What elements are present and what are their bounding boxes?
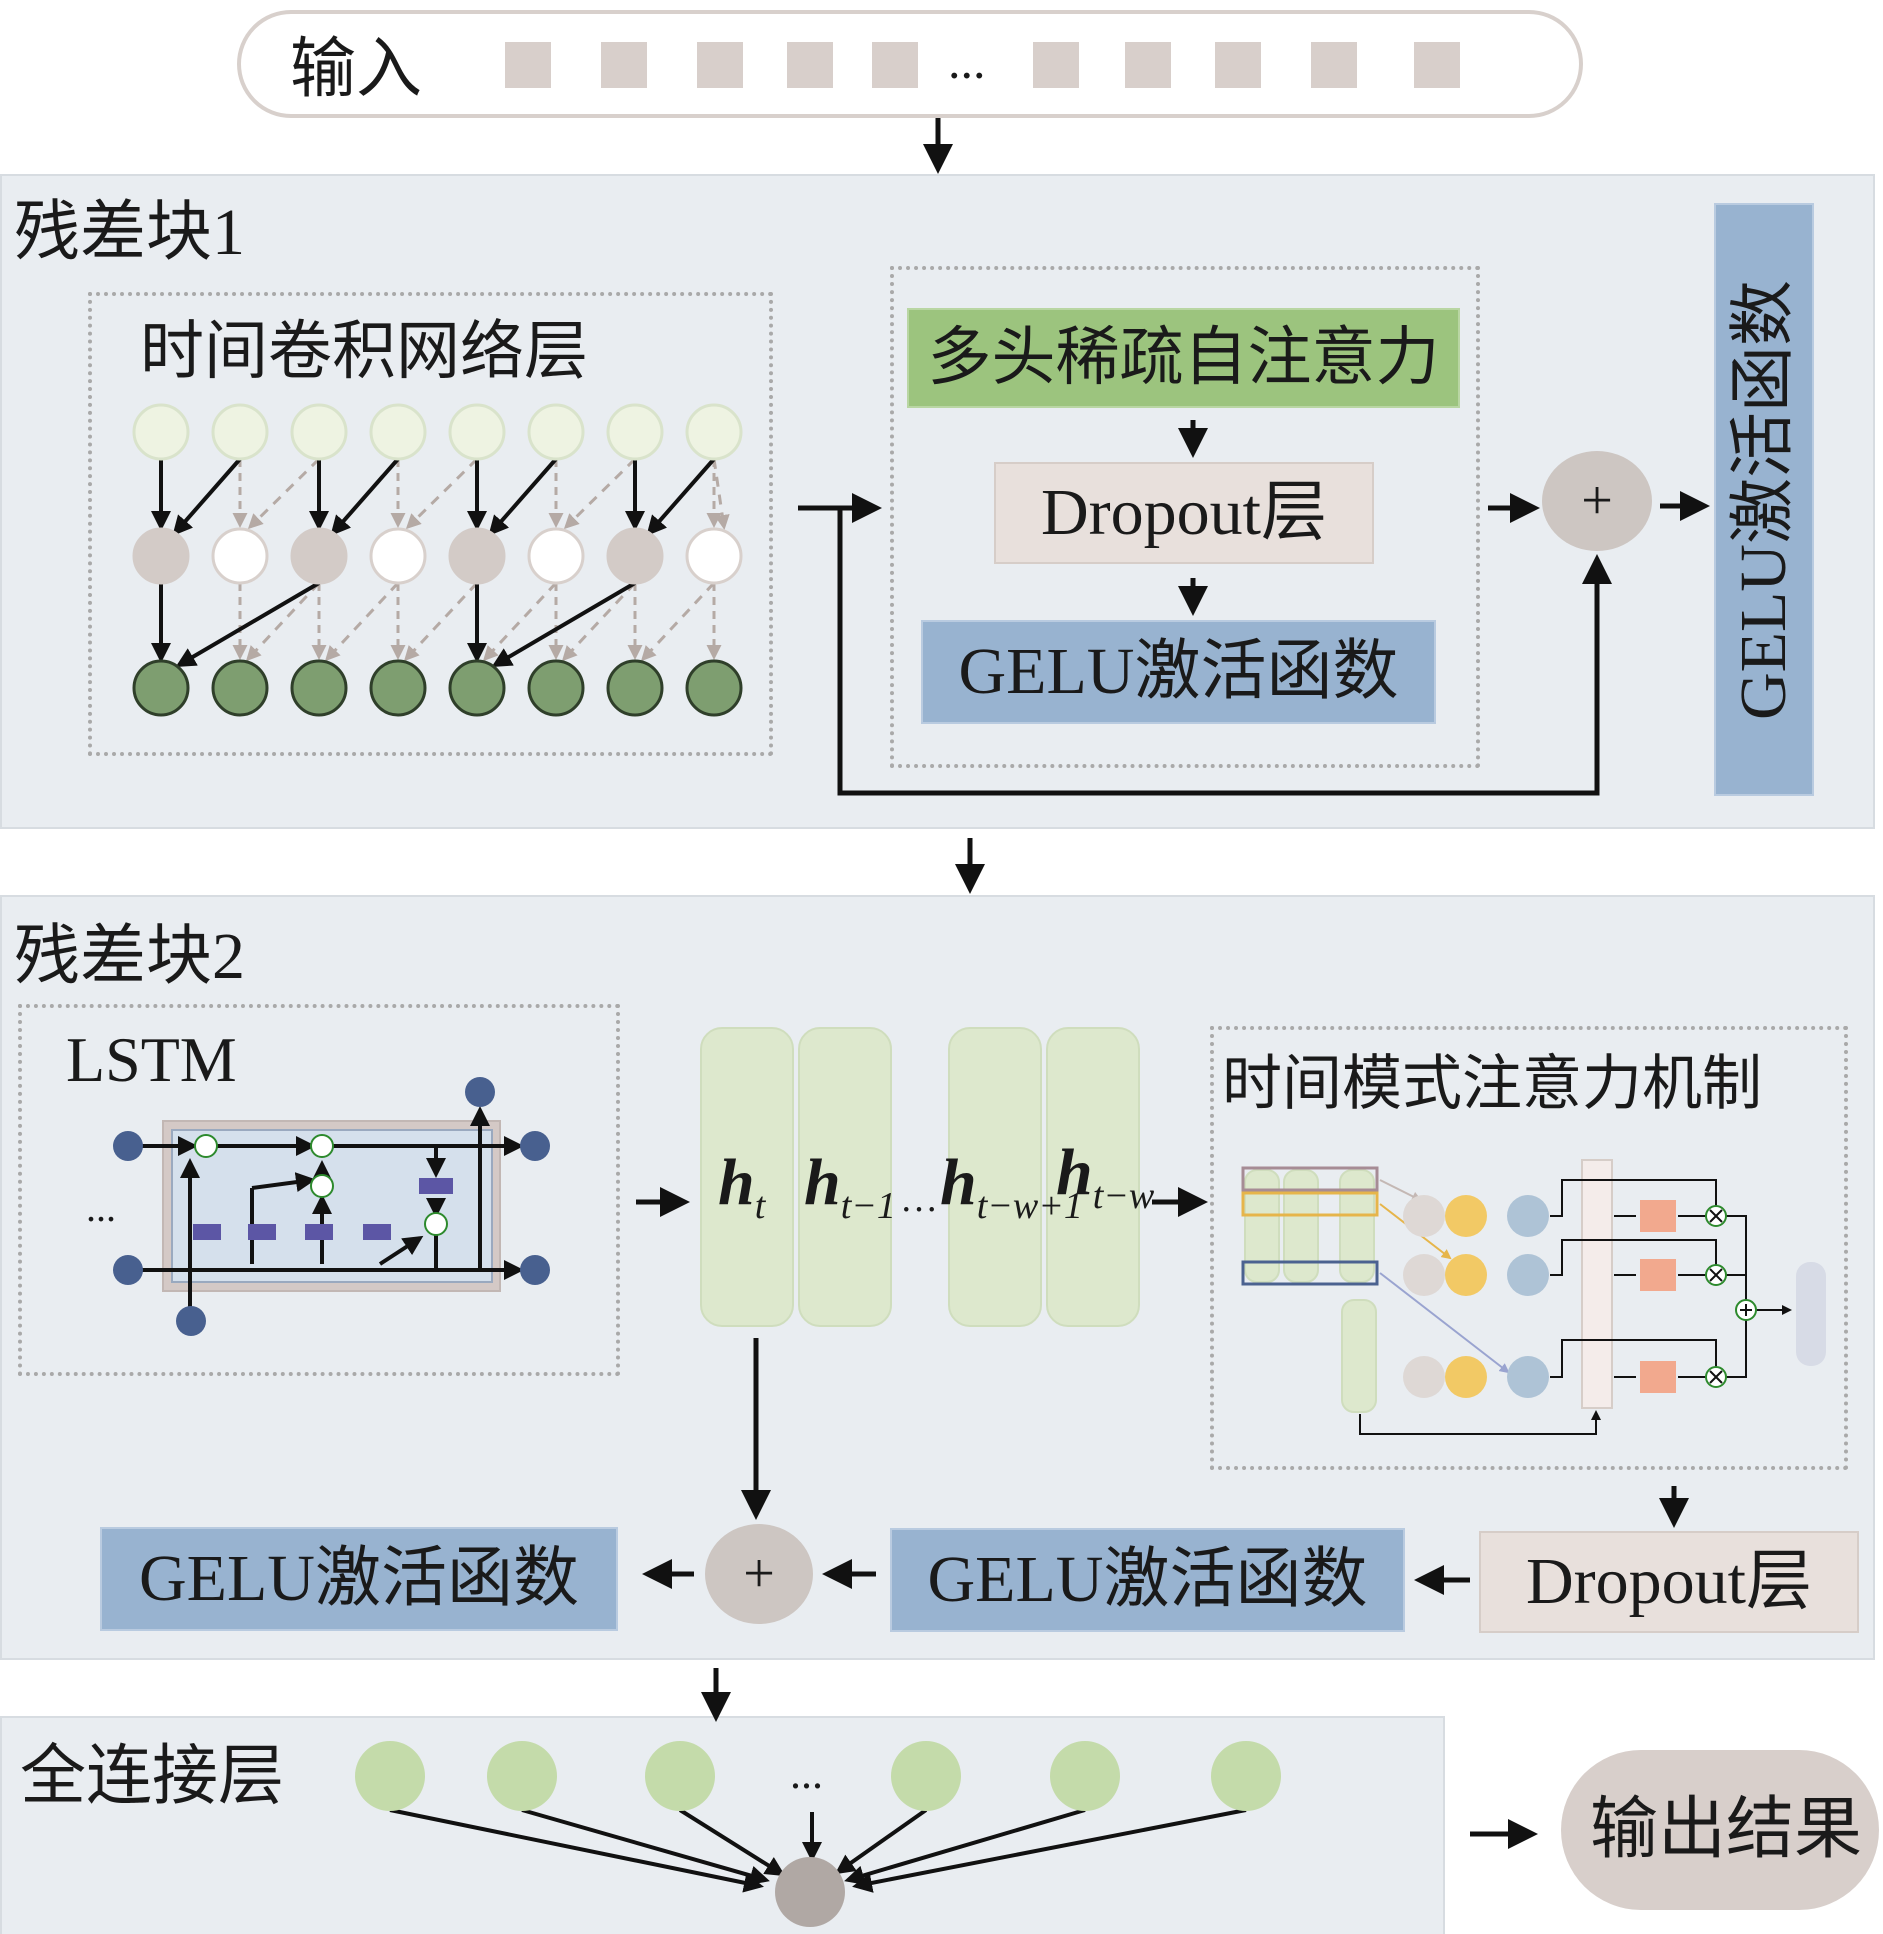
- tcn-network: [132, 403, 743, 717]
- tcn-input-node: [448, 403, 506, 461]
- lstm-panel: [18, 1004, 620, 1376]
- input-cell: [1215, 42, 1261, 88]
- fc-ellipsis: ...: [790, 1749, 823, 1798]
- tcn-output-node: [448, 659, 506, 717]
- input-label: 输入: [290, 30, 422, 107]
- hidden-state-column: [700, 1027, 794, 1327]
- input-bar: [237, 10, 1583, 118]
- output-label: 输出结果: [1590, 1791, 1863, 1867]
- tcn-input-node: [132, 403, 190, 461]
- tcn-input-node: [606, 403, 664, 461]
- input-cell: [697, 42, 743, 88]
- input-cell: [601, 42, 647, 88]
- dropout-box: Dropout层: [994, 462, 1374, 564]
- input-ellipsis: ...: [948, 33, 986, 89]
- tcn-hidden-node: [527, 527, 585, 585]
- tpa-title: 时间模式注意力机制: [1222, 1051, 1762, 1117]
- tcn-output-node: [685, 659, 743, 717]
- gelu-box-mid: GELU激活函数: [890, 1528, 1405, 1632]
- lstm-title: LSTM: [66, 1024, 237, 1095]
- gelu-vertical-box: GELU激活函数: [1714, 203, 1814, 796]
- add-node-2: +: [705, 1524, 813, 1624]
- tcn-title: 时间卷积网络层: [140, 316, 588, 387]
- tcn-output-node: [132, 659, 190, 717]
- tpa-panel: [1210, 1026, 1848, 1470]
- hidden-h-t-1: ht−1: [804, 1146, 896, 1228]
- input-cell: [1125, 42, 1171, 88]
- fc-network: [355, 1741, 1281, 1927]
- block1-title: 残差块1: [14, 196, 245, 269]
- tcn-output-node: [369, 659, 427, 717]
- skip-connection: [837, 508, 1612, 796]
- attention-panel: [890, 266, 1480, 768]
- tcn-input-node: [211, 403, 269, 461]
- tcn-output-node: [606, 659, 664, 717]
- input-cell: [1311, 42, 1357, 88]
- tcn-input-node: [685, 403, 743, 461]
- tcn-input-node: [290, 403, 348, 461]
- tcn-output-node: [290, 659, 348, 717]
- tcn-input-node: [369, 403, 427, 461]
- input-cell: [872, 42, 918, 88]
- input-cell: [1414, 42, 1460, 88]
- lstm-ellipsis: ...: [86, 1185, 116, 1230]
- hidden-state-column: [798, 1027, 892, 1327]
- add-node: +: [1542, 451, 1652, 551]
- tcn-hidden-node: [685, 527, 743, 585]
- hidden-h-t: ht: [718, 1146, 766, 1228]
- input-cell: [505, 42, 551, 88]
- tcn-output-node: [211, 659, 269, 717]
- hidden-state-column: [1046, 1027, 1140, 1327]
- tcn-hidden-node: [606, 527, 664, 585]
- tcn-hidden-node: [211, 527, 269, 585]
- tcn-hidden-node: [369, 527, 427, 585]
- lstm-cell: [113, 1077, 550, 1336]
- hidden-dots: …: [900, 1178, 938, 1220]
- sparse-attention-box: 多头稀疏自注意力: [907, 308, 1460, 408]
- gelu-box-left: GELU激活函数: [100, 1527, 618, 1631]
- gelu-box: GELU激活函数: [921, 620, 1436, 724]
- hidden-h-t-w: ht−w: [1056, 1136, 1155, 1218]
- tcn-hidden-node: [290, 527, 348, 585]
- dropout-box-2: Dropout层: [1479, 1531, 1859, 1633]
- tcn-panel: [88, 292, 773, 756]
- hidden-h-t-w1: ht−w+1: [940, 1146, 1083, 1228]
- tcn-output-node: [527, 659, 585, 717]
- hidden-state-column: [948, 1027, 1042, 1327]
- tcn-hidden-node: [448, 527, 506, 585]
- output-pill: [1561, 1750, 1879, 1910]
- tpa-diagram: [1241, 1159, 1826, 1435]
- input-cell: [1033, 42, 1079, 88]
- fc-title: 全连接层: [20, 1740, 284, 1813]
- tcn-input-node: [527, 403, 585, 461]
- tcn-hidden-node: [132, 527, 190, 585]
- input-cell: [787, 42, 833, 88]
- block2-title: 残差块2: [14, 920, 245, 993]
